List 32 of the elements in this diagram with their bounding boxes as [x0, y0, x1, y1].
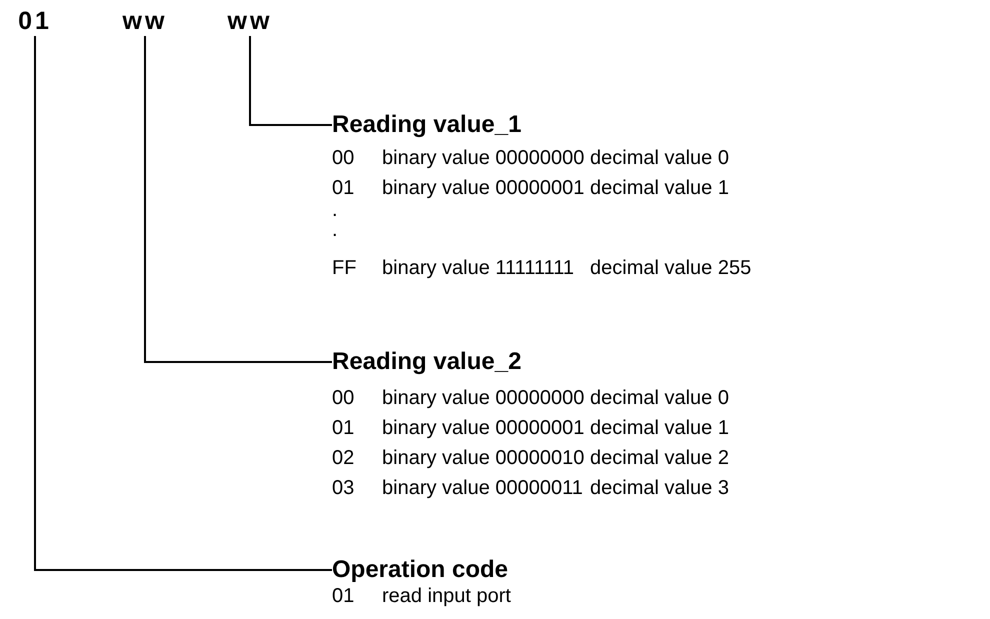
table-text: decimal value 1 [590, 176, 729, 200]
table-text: binary value 00000010 [382, 446, 584, 470]
table-text: binary value 00000000 [382, 146, 584, 170]
table-text: 01 [332, 584, 354, 608]
table-text: decimal value 1 [590, 416, 729, 440]
section-heading: Reading value_2 [332, 347, 532, 377]
table-text: FF [332, 256, 356, 280]
table-text: binary value 00000001 [382, 416, 584, 440]
code-field-label: ww [227, 6, 273, 36]
table-text: 01 [332, 176, 354, 200]
leader-line [34, 36, 332, 571]
table-text: decimal value 255 [590, 256, 752, 280]
table-text: decimal value 0 [590, 386, 729, 410]
leader-line [144, 36, 332, 363]
table-text: 03 [332, 476, 354, 500]
table-text: binary value 00000001 [382, 176, 584, 200]
code-field-label: 01 [14, 6, 56, 36]
table-text: decimal value 2 [590, 446, 729, 470]
table-text: binary value 00000011 [382, 476, 583, 500]
section-heading: Reading value_1 [332, 110, 532, 140]
table-text: 00 [332, 146, 354, 170]
section-heading: Operation code [332, 555, 522, 585]
table-text: binary value 11111111 [382, 256, 574, 280]
table-text: read input port [382, 584, 511, 608]
table-text: decimal value 0 [590, 146, 729, 170]
table-text: binary value 00000000 [382, 386, 584, 410]
table-text: 02 [332, 446, 354, 470]
table-text: 00 [332, 386, 354, 410]
table-text: decimal value 3 [590, 476, 729, 500]
table-text: 01 [332, 416, 354, 440]
leader-line [249, 36, 332, 126]
code-field-label: ww [122, 6, 168, 36]
